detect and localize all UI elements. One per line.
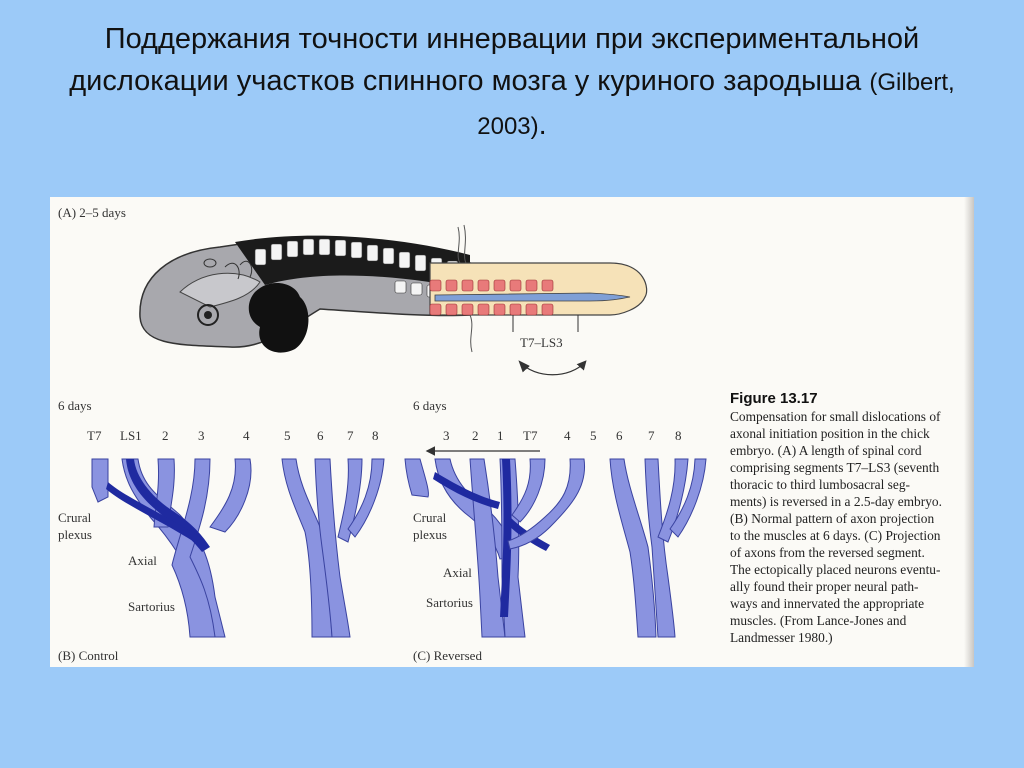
figure-caption: Figure 13.17 Compensation for small disl…	[730, 390, 975, 646]
panel-c-crural-1: Crural	[413, 510, 447, 525]
panel-c-seg-t7: T7	[523, 428, 538, 443]
panel-b-seg-3: 3	[198, 428, 205, 443]
caption-line: to the muscles at 6 days. (C) Projection	[730, 528, 941, 543]
panel-c-seg-8: 8	[675, 428, 682, 443]
panel-c-crural-2: plexus	[413, 527, 447, 542]
panel-b-days: 6 days	[58, 398, 92, 413]
panel-c-axial: Axial	[443, 565, 472, 580]
panel-c-segment-labels: 3 2 1 T7 4 5 6 7 8	[443, 428, 682, 443]
caption-title: Figure 13.17	[730, 390, 818, 407]
panel-b-seg-7: 7	[347, 428, 354, 443]
caption-line: Landmesser 1980.)	[730, 630, 833, 645]
panel-b-seg-t7: T7	[87, 428, 102, 443]
panel-b-seg-4: 4	[243, 428, 250, 443]
panel-b-seg-ls1: LS1	[120, 428, 142, 443]
panel-b-nerve-tree	[91, 458, 385, 638]
panel-c-seg-5: 5	[590, 428, 597, 443]
panel-c-seg-6: 6	[616, 428, 623, 443]
caption-line: embryo. (A) A length of spinal cord	[730, 443, 922, 458]
caption-line: comprising segments T7–LS3 (seventh	[730, 460, 940, 475]
caption-line: axonal initiation position in the chick	[730, 426, 930, 441]
figure-panel: (A) 2–5 days	[50, 197, 975, 667]
caption-line: of axons from the reversed segment.	[730, 545, 925, 560]
panel-c-seg-2: 2	[472, 428, 479, 443]
caption-line: The ectopically placed neurons eventu-	[730, 562, 941, 577]
caption-line: (B) Normal pattern of axon projection	[730, 511, 935, 526]
panel-c-sartorius: Sartorius	[426, 595, 473, 610]
panel-b-seg-6: 6	[317, 428, 324, 443]
panel-b-axial: Axial	[128, 553, 157, 568]
caption-line: thoracic to third lumbosacral seg-	[730, 477, 910, 492]
panel-c-nerve-tree	[404, 458, 707, 638]
panel-c-seg-7: 7	[648, 428, 655, 443]
somites	[254, 238, 459, 300]
title-citation: (Gilbert, 2003)	[477, 69, 955, 140]
panel-b-crural-2: plexus	[58, 527, 92, 542]
caption-line: ally found their proper neural path-	[730, 579, 919, 594]
title-end: .	[538, 109, 547, 141]
panel-c-caption: (C) Reversed	[413, 648, 482, 663]
panel-b-caption: (B) Control	[58, 648, 119, 663]
title-main: Поддержания точности иннервации при эксп…	[69, 23, 920, 97]
panel-b-segment-labels: T7 LS1 2 3 4 5 6 7 8	[87, 428, 379, 443]
panel-c-seg-4: 4	[564, 428, 571, 443]
figure-illustration: (A) 2–5 days	[58, 205, 707, 663]
caption-line: Compensation for small dislocations of	[730, 409, 941, 424]
caption-line: ments) is reversed in a 2.5-day embryo.	[730, 494, 942, 509]
graft-region	[429, 262, 648, 316]
segment-label-t7-ls3: T7–LS3	[520, 335, 563, 350]
reversal-arrow	[518, 360, 587, 376]
embryo-drawing	[139, 224, 648, 353]
slide-title: Поддержания точности иннервации при эксп…	[60, 18, 964, 148]
panel-b-sartorius: Sartorius	[128, 599, 175, 614]
page-edge-shadow	[964, 197, 974, 667]
embryo-eye	[197, 304, 219, 326]
panel-c-seg-3: 3	[443, 428, 450, 443]
panel-b-seg-8: 8	[372, 428, 379, 443]
embryo-heart	[248, 282, 309, 353]
caption-line: muscles. (From Lance-Jones and	[730, 613, 907, 628]
panel-b-seg-5: 5	[284, 428, 291, 443]
panel-b-seg-2: 2	[162, 428, 169, 443]
panel-b-crural-1: Crural	[58, 510, 92, 525]
panel-c-seg-1: 1	[497, 428, 504, 443]
caption-line: ways and innervated the appropriate	[730, 596, 925, 611]
panel-a-label: (A) 2–5 days	[58, 205, 126, 220]
graft-segments	[429, 279, 554, 316]
panel-c-days: 6 days	[413, 398, 447, 413]
